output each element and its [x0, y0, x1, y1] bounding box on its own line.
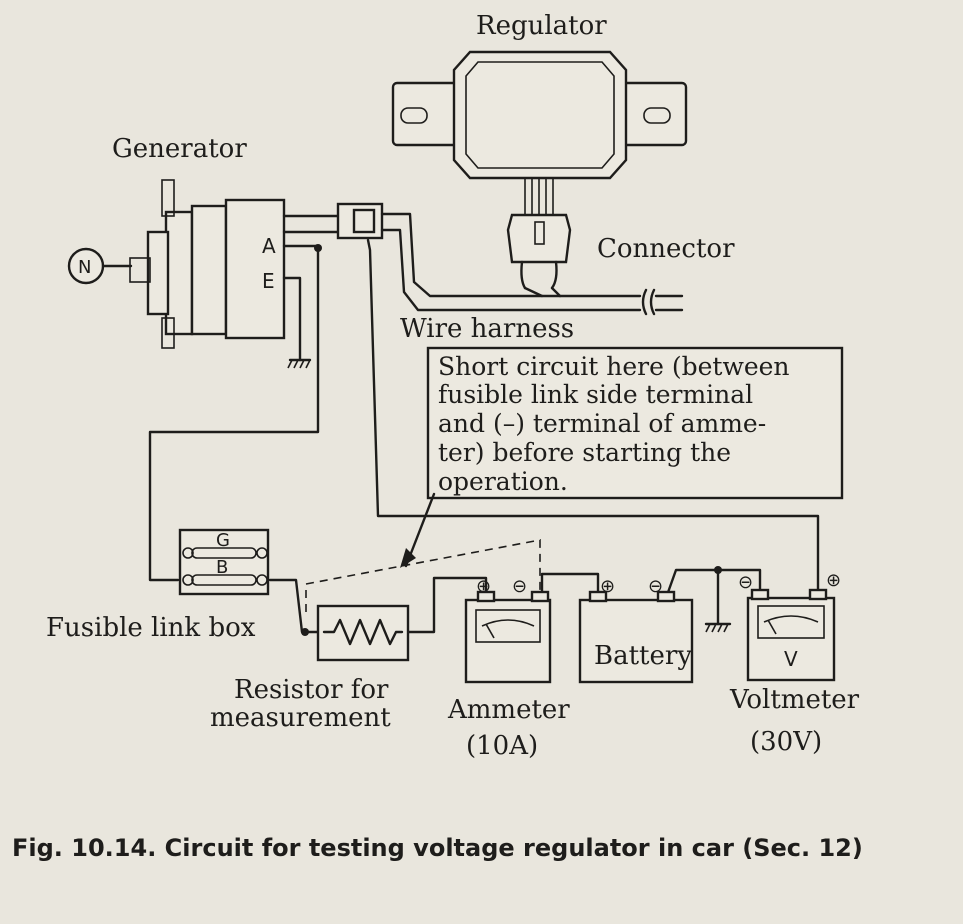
voltmeter-label-line-2: (30V) — [750, 727, 822, 757]
generator-rear-housing — [224, 198, 286, 340]
fusible-link-b — [191, 574, 257, 586]
generator-ground-wire — [282, 276, 302, 362]
regulator-connector-plug — [506, 213, 572, 264]
ammeter-terminal-plus — [476, 590, 496, 603]
ammeter: ⊕ ⊖ — [464, 576, 552, 684]
harness-wires — [282, 202, 684, 316]
wire-resistor-to-ammeter — [406, 576, 488, 634]
voltmeter-label-line-1: Voltmeter — [729, 685, 860, 715]
voltmeter-terminal-plus — [808, 588, 828, 601]
junction-dot-b — [301, 628, 309, 636]
battery-body — [578, 598, 694, 684]
regulator-label: Regulator — [476, 11, 607, 41]
voltmeter-plus-sign: ⊕ — [826, 570, 841, 591]
fusible-link-label-b: B — [216, 557, 228, 578]
connector-label: Connector — [597, 234, 735, 264]
resistor-symbol — [322, 618, 404, 646]
ammeter-label-line-2: (10A) — [466, 731, 538, 761]
generator-label: Generator — [112, 134, 247, 164]
battery-label: Battery — [594, 641, 692, 671]
battery-ground-symbol — [704, 622, 732, 633]
ammeter-terminal-minus — [530, 590, 550, 603]
battery-terminal-plus — [588, 590, 608, 603]
voltmeter-dial — [757, 605, 825, 639]
ammeter-label-line-1: Ammeter — [447, 695, 570, 725]
wire-ammeter-to-battery — [540, 572, 600, 600]
voltmeter-minus-sign: ⊖ — [738, 572, 753, 593]
note-line-1: Short circuit here (between — [438, 352, 790, 381]
note-box — [426, 346, 844, 500]
measurement-resistor — [316, 604, 410, 662]
figure-caption: Fig. 10.14. Circuit for testing voltage … — [12, 834, 863, 862]
generator-terminal-a: A — [262, 234, 276, 258]
short-circuit-note: Short circuit here (between fusible link… — [400, 346, 844, 568]
regulator-mount-hole-right — [643, 107, 671, 124]
note-line-5: operation. — [438, 467, 568, 496]
resistor-label-line-1: Resistor for — [234, 675, 389, 705]
harness-break-mark — [641, 288, 648, 316]
fusible-link-box: G B — [178, 528, 270, 596]
generator-stator — [190, 204, 228, 336]
generator-ground-symbol — [287, 358, 312, 369]
regulator — [391, 50, 688, 290]
ammeter-dial — [475, 609, 541, 643]
regulator-body-inner — [465, 61, 615, 169]
ammeter-needle — [485, 623, 495, 639]
fusible-link-label-g: G — [216, 530, 230, 551]
regulator-harness-lead — [520, 260, 527, 290]
generator: A E N — [67, 179, 312, 369]
short-circuit-dashed-line — [305, 539, 541, 612]
generator-bottom-mount — [161, 317, 175, 349]
ammeter-plus-sign: ⊕ — [476, 576, 491, 597]
regulator-connector-latch — [534, 221, 545, 245]
ammeter-body — [464, 598, 552, 684]
wire-fusible-link-to-resistor — [268, 578, 320, 634]
fusible-link-box-body — [178, 528, 270, 596]
rotation-direction-label: N — [78, 257, 91, 278]
wire-harness-label: Wire harness — [400, 314, 574, 344]
voltmeter-needle — [767, 619, 777, 635]
wire-a-terminal-to-voltmeter — [366, 238, 820, 592]
generator-shaft — [129, 257, 151, 283]
regulator-mount-hole-left — [400, 107, 428, 124]
note-line-4: ter) before starting the — [438, 438, 731, 467]
note-line-2: fusible link side terminal — [438, 380, 753, 409]
battery-terminal-minus — [656, 590, 676, 603]
regulator-body — [452, 50, 628, 180]
fusible-link-box-label: Fusible link box — [46, 613, 256, 643]
voltmeter-terminal-minus — [750, 588, 770, 601]
battery: ⊕ ⊖ Battery — [578, 576, 694, 684]
note-line-3: and (–) terminal of amme- — [438, 409, 766, 438]
generator-front-housing — [164, 210, 194, 336]
measurement-wires — [148, 238, 820, 636]
voltmeter-body — [746, 596, 836, 682]
battery-plus-sign: ⊕ — [600, 576, 615, 597]
ammeter-minus-sign: ⊖ — [512, 576, 527, 597]
generator-pulley — [146, 230, 170, 316]
voltmeter: ⊖ ⊕ V — [738, 570, 841, 682]
resistor-label-line-2: measurement — [210, 703, 391, 733]
generator-terminal-e: E — [262, 269, 275, 293]
fusible-link-g — [191, 547, 257, 559]
battery-minus-sign: ⊖ — [648, 576, 663, 597]
wire-generator-to-fusible-link — [148, 246, 320, 582]
voltmeter-unit-v: V — [784, 647, 798, 671]
generator-top-mount — [161, 179, 175, 217]
regulator-lead-wires — [524, 178, 554, 215]
harness-connector-pin — [352, 208, 376, 234]
